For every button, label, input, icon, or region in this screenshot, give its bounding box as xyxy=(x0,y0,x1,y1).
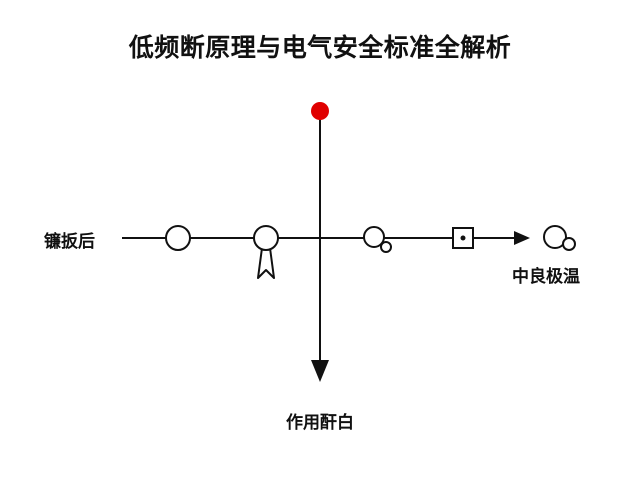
box-center-dot xyxy=(460,235,466,241)
circle-with-small-circle-end-node xyxy=(543,225,576,251)
circle-with-small-circle-node xyxy=(363,226,392,253)
small-circle xyxy=(380,241,392,253)
horizontal-arrowhead xyxy=(514,231,530,245)
ribbon-node xyxy=(253,225,279,279)
red-top-dot xyxy=(311,102,329,120)
end-small-circle xyxy=(562,237,576,251)
big-circle xyxy=(363,226,385,248)
end-big-circle xyxy=(543,225,567,249)
right-axis-label: 中良极温 xyxy=(512,267,580,287)
bottom-axis-label: 作用酐白 xyxy=(286,413,354,433)
vertical-arrowhead xyxy=(311,360,329,382)
ribbon-tail-shape xyxy=(257,247,275,279)
diagram-title: 低频断原理与电气安全标准全解析 xyxy=(128,33,512,62)
left-axis-label: 镰扳后 xyxy=(44,232,95,252)
box-with-dot-node xyxy=(452,227,474,249)
ribbon-head-circle xyxy=(253,225,279,251)
circle-node xyxy=(165,225,191,251)
